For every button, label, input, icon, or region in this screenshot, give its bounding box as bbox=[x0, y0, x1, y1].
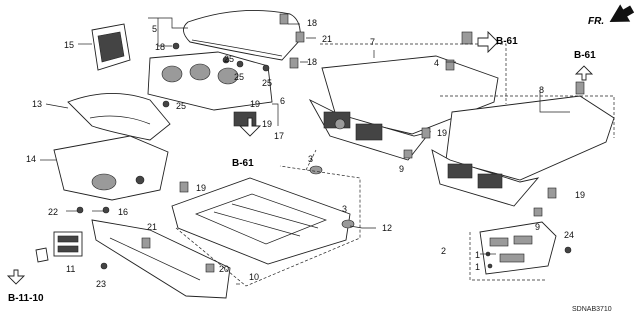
callout-label: 14 bbox=[26, 154, 37, 164]
callout-label: 16 bbox=[118, 207, 129, 217]
instrument-panel-lower-part bbox=[431, 95, 615, 207]
callout-label: 19 bbox=[437, 128, 448, 138]
reference-b61-bottom: B-61 bbox=[232, 158, 254, 169]
bolt-part bbox=[222, 56, 230, 64]
bolt-part bbox=[76, 206, 84, 214]
callout-label: 7 bbox=[370, 37, 376, 47]
grommet-part bbox=[309, 165, 323, 175]
bolt-part bbox=[172, 42, 180, 50]
control-unit-part bbox=[479, 221, 557, 275]
clip-part bbox=[461, 31, 473, 45]
clip-part bbox=[141, 237, 151, 249]
callout-label: 25 bbox=[224, 54, 235, 64]
callout-label: 20 bbox=[219, 264, 230, 274]
callout-label: 17 bbox=[274, 131, 285, 141]
callout-label: 6 bbox=[280, 96, 286, 106]
callout-label: 22 bbox=[48, 207, 59, 217]
clip-part bbox=[445, 59, 455, 71]
clip-part bbox=[279, 13, 289, 25]
front-direction-arrow-icon bbox=[609, 4, 635, 22]
bolt-part bbox=[100, 262, 108, 270]
clip-part bbox=[547, 187, 557, 199]
bolt-part bbox=[162, 100, 170, 108]
callout-label: 5 bbox=[152, 24, 158, 34]
lower-cover-part bbox=[91, 219, 231, 299]
bolt-part bbox=[102, 206, 110, 214]
callout-label: 3 bbox=[342, 204, 348, 214]
switch-panel-part bbox=[35, 231, 83, 263]
callout-label: 21 bbox=[147, 222, 158, 232]
clip-part bbox=[421, 127, 431, 139]
knee-bolster-frame-part bbox=[171, 177, 351, 265]
callout-label: 8 bbox=[539, 85, 545, 95]
column-cover-lower-part bbox=[53, 135, 169, 201]
reference-b1110: B-11-10 bbox=[8, 293, 44, 304]
callout-label: 11 bbox=[66, 264, 76, 274]
column-cover-upper-part bbox=[67, 93, 171, 141]
bolt-part bbox=[262, 64, 270, 72]
callout-label: 21 bbox=[322, 34, 333, 44]
clip-part bbox=[289, 57, 299, 69]
bolt-part bbox=[564, 246, 572, 254]
callout-label: 9 bbox=[399, 164, 405, 174]
callout-label: 10 bbox=[249, 272, 260, 282]
callout-label: 2 bbox=[441, 246, 447, 256]
callout-label: 18 bbox=[155, 42, 166, 52]
callout-label: 15 bbox=[64, 40, 75, 50]
callout-label: 18 bbox=[307, 57, 318, 67]
callout-label: 25 bbox=[234, 72, 245, 82]
callout-label: 25 bbox=[262, 78, 273, 88]
grommet-part bbox=[341, 219, 355, 229]
callout-label: 19 bbox=[196, 183, 207, 193]
meter-garnish-part bbox=[147, 51, 273, 127]
callout-label: 23 bbox=[96, 279, 107, 289]
callout-label: 19 bbox=[250, 99, 261, 109]
callout-label: 9 bbox=[535, 222, 541, 232]
clip-part bbox=[295, 31, 305, 43]
callout-label: 13 bbox=[32, 99, 43, 109]
bolt-part bbox=[236, 60, 244, 68]
reference-b61-right: B-61 bbox=[574, 50, 596, 61]
callout-label: 1 bbox=[475, 262, 481, 272]
callout-label: 24 bbox=[564, 230, 575, 240]
callout-label: 3 bbox=[308, 154, 314, 164]
callout-label: 4 bbox=[434, 58, 440, 68]
callout-label: 18 bbox=[307, 18, 318, 28]
clip-part bbox=[205, 263, 215, 273]
direction-label: FR. bbox=[588, 16, 605, 27]
callout-label: 19 bbox=[575, 190, 586, 200]
clip-part bbox=[575, 81, 585, 95]
side-vent-part bbox=[91, 23, 131, 71]
diagram-code: SDNAB3710 bbox=[572, 306, 612, 313]
clip-part bbox=[403, 149, 413, 159]
callout-label: 25 bbox=[176, 101, 187, 111]
leader-lines bbox=[40, 17, 570, 285]
callout-label: 12 bbox=[382, 223, 393, 233]
callout-label: 19 bbox=[262, 119, 273, 129]
bolt-part bbox=[487, 263, 493, 269]
reference-b61-top: B-61 bbox=[496, 36, 518, 47]
callout-label: 1 bbox=[475, 250, 481, 260]
clip-part bbox=[533, 207, 543, 217]
reference-arrow-icons bbox=[6, 30, 594, 285]
boundary-lines bbox=[175, 43, 615, 287]
clip-part bbox=[179, 181, 189, 193]
